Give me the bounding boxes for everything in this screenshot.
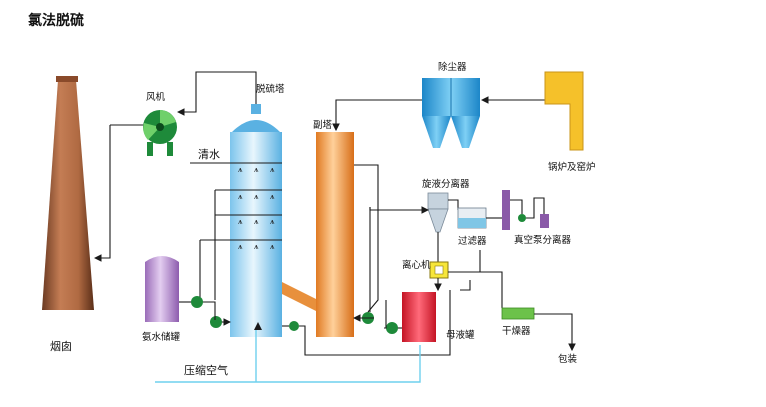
filter-label: 过滤器	[458, 235, 487, 247]
sub-tower	[316, 132, 354, 337]
duct-connector	[282, 282, 318, 312]
packing-label: 包装	[558, 353, 578, 365]
fan-label: 风机	[146, 91, 166, 103]
svg-text:⩚: ⩚	[254, 192, 259, 201]
pipe-vacuum-2	[526, 197, 545, 219]
pipe-bottom-loop	[299, 290, 451, 356]
pump-icon	[191, 296, 398, 334]
svg-text:⩚: ⩚	[238, 242, 243, 251]
dryer	[501, 307, 535, 320]
pipe-fan-to-chimney	[93, 125, 111, 262]
vacuum-label: 真空泵分离器	[514, 234, 572, 246]
pipe-pump-tower	[203, 301, 216, 320]
svg-text:⩚: ⩚	[270, 217, 275, 226]
svg-text:⩚: ⩚	[254, 242, 259, 251]
boiler-label: 锅炉及窑炉	[548, 161, 596, 173]
mother-liquor-tank	[402, 292, 436, 342]
sub-tower-label: 副塔	[313, 119, 333, 131]
pipe-subtower-return	[354, 164, 379, 313]
desulfurization-tower: ⩚ ⩚ ⩚ ⩚ ⩚ ⩚ ⩚ ⩚ ⩚ ⩚ ⩚ ⩚	[200, 104, 282, 337]
desulf-tower-label: 脱硫塔	[256, 83, 285, 95]
ammonia-tank	[145, 256, 179, 322]
svg-text:⩚: ⩚	[270, 165, 275, 174]
svg-text:⩚: ⩚	[254, 165, 259, 174]
dust-collector-label: 除尘器	[438, 61, 467, 73]
pipe-cyclone-to-filter	[448, 199, 459, 210]
svg-text:⩚: ⩚	[270, 192, 275, 201]
svg-text:⩚: ⩚	[254, 217, 259, 226]
pipe-tower-to-fan	[176, 71, 257, 116]
pipe-dust-to-subtower	[332, 99, 422, 132]
centrifuge	[429, 261, 449, 279]
mother-liquor-label: 母液罐	[446, 329, 475, 341]
chimney	[42, 76, 94, 310]
svg-text:⩚: ⩚	[238, 192, 243, 201]
filter	[457, 207, 487, 229]
dryer-label: 干燥器	[502, 326, 531, 337]
compressed-air-label: 压缩空气	[184, 363, 228, 377]
pipe-compressed-air	[155, 345, 421, 383]
svg-text:⩚: ⩚	[238, 165, 243, 174]
pipe-to-cyclone	[369, 206, 430, 214]
chimney-label: 烟囱	[50, 339, 72, 353]
clear-water-label: 清水	[198, 148, 220, 161]
diagram-title: 氯法脱硫	[28, 13, 84, 29]
cyclone-separator	[427, 192, 449, 233]
pipe-centrifuge-filter	[448, 250, 481, 273]
pipe-vacuum-1	[510, 199, 523, 214]
pipe-pump-up	[384, 300, 387, 329]
svg-text:⩚: ⩚	[270, 242, 275, 251]
cyclone-label: 旋液分离器	[422, 178, 470, 190]
fan-icon	[143, 110, 177, 156]
centrifuge-label: 离心机	[402, 259, 431, 271]
pipe-mother-return	[460, 280, 471, 291]
dust-collector	[422, 78, 480, 148]
svg-text:⩚: ⩚	[238, 217, 243, 226]
vacuum-separator	[502, 190, 549, 230]
pipe-centrifuge-dryer	[480, 271, 503, 308]
pipe-dryer-packing	[534, 313, 576, 352]
boiler	[544, 71, 584, 151]
ammonia-tank-label: 氨水储罐	[142, 331, 181, 343]
